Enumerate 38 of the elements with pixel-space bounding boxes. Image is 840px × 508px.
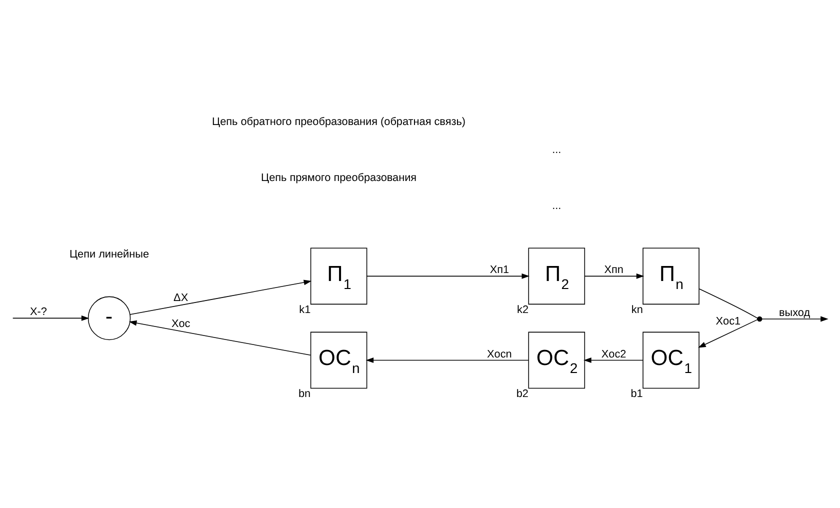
arrow — [698, 319, 758, 348]
node-box: ОС$_{2}$ — [528, 332, 586, 389]
arrow — [366, 357, 529, 363]
edge-label: Xос2 — [601, 348, 626, 360]
node-label: k2 — [517, 304, 529, 316]
label: Цепи линейные — [70, 248, 150, 260]
arrow — [762, 316, 828, 322]
node-box: ОС$_{1}$ — [642, 332, 700, 389]
edge-label: ΔX — [174, 292, 188, 304]
node-label: bn — [298, 388, 311, 400]
node-box: П$_{2}$ — [528, 248, 586, 305]
edge-label: Xпn — [604, 264, 624, 276]
arrow — [584, 357, 644, 363]
arrow — [130, 280, 312, 315]
arrow — [584, 273, 644, 279]
label: Цепь прямого преобразования — [261, 172, 417, 184]
node-label: k1 — [299, 304, 311, 316]
connector — [698, 288, 758, 319]
node-label: kn — [631, 304, 643, 316]
node-box: П$_{n}$ — [642, 248, 700, 305]
arrow — [12, 315, 90, 321]
edge-label: Xосn — [487, 348, 512, 360]
label: ... — [552, 200, 562, 212]
node-point — [757, 316, 762, 322]
edge-label: Xос1 — [716, 316, 741, 328]
edge-label: X-? — [30, 306, 47, 318]
node-label: b1 — [630, 388, 643, 400]
edge-label: выход — [779, 307, 810, 320]
label: Цепь обратного преобразования (обратная связь) — [212, 116, 466, 128]
label: ... — [552, 144, 562, 156]
node-box: П$_{1}$ — [310, 248, 368, 305]
arrow — [366, 273, 530, 279]
edge-label: Xос — [171, 318, 190, 330]
node-box: ОС$_{n}$ — [310, 332, 368, 389]
node-label: b2 — [516, 388, 528, 400]
edge-label: Xп1 — [490, 264, 510, 276]
arrow — [128, 320, 311, 356]
node-circle: - — [88, 296, 131, 340]
